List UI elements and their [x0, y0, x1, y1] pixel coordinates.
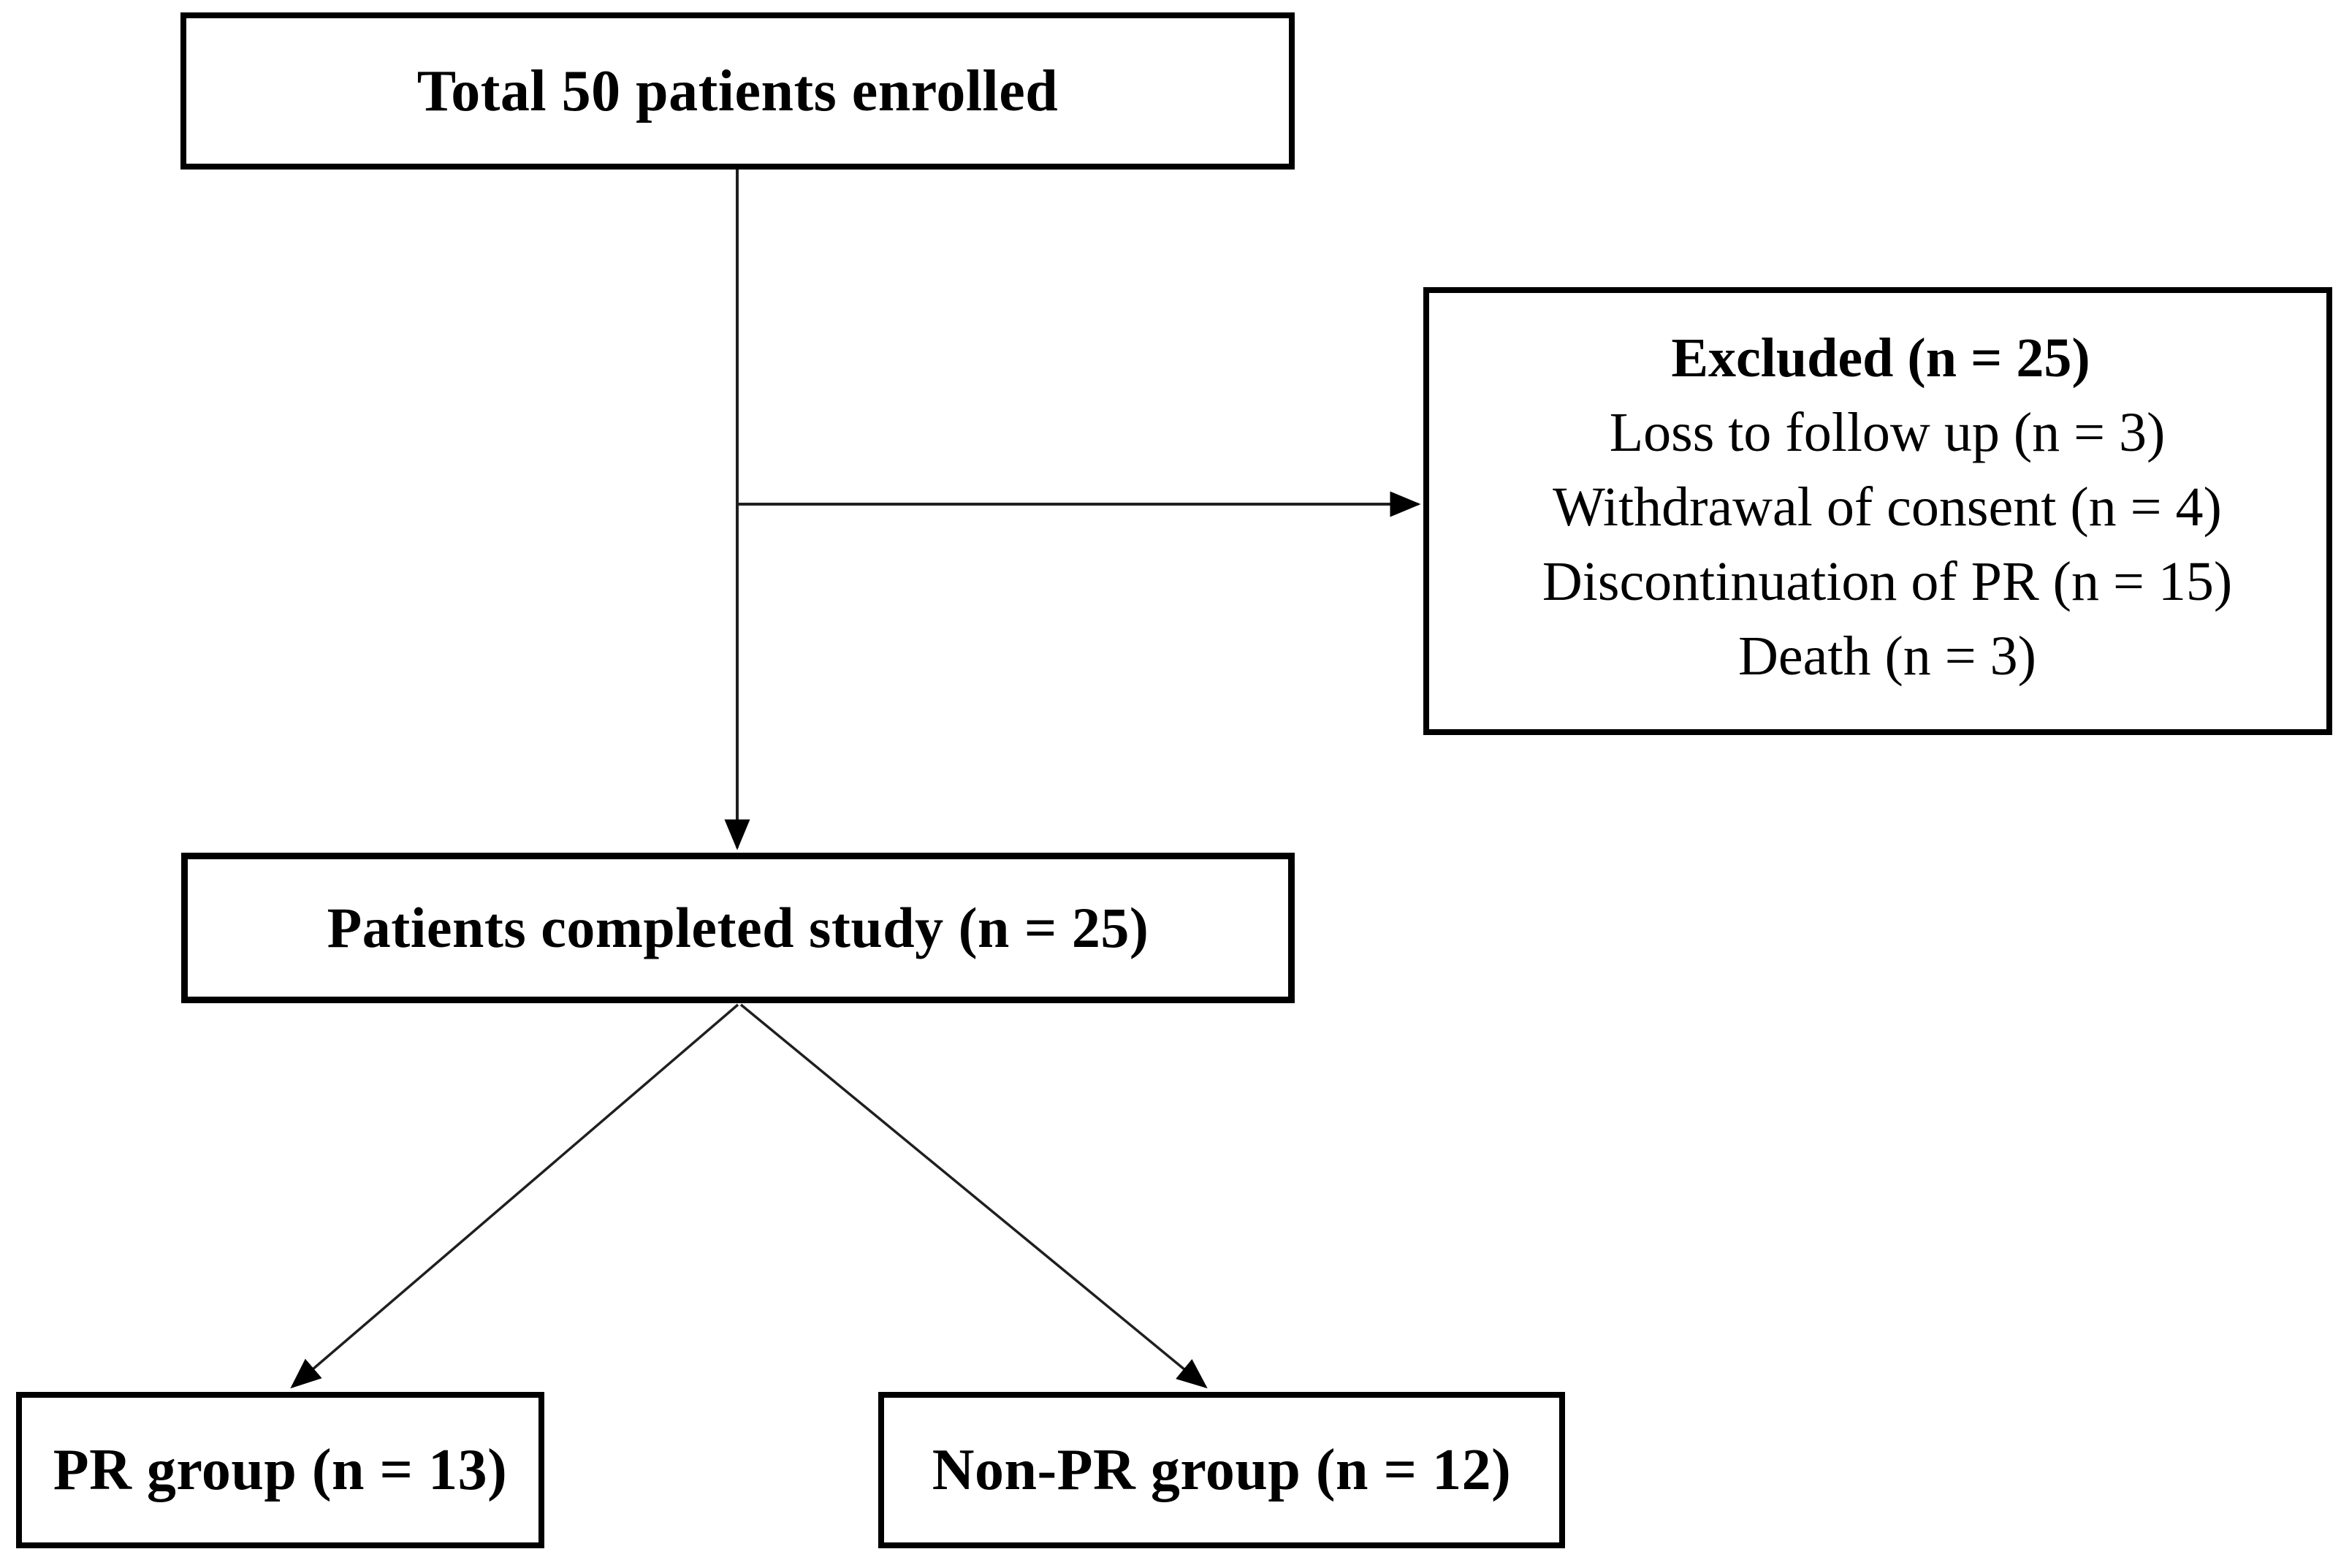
box-non-pr-group: Non-PR group (n = 12) [878, 1392, 1565, 1548]
non-pr-group-label: Non-PR group (n = 12) [932, 1438, 1512, 1502]
total-enrolled-label: Total 50 patients enrolled [416, 58, 1059, 123]
excluded-item-discontinuation-of-pr: Discontinuation of PR (n = 15) [1542, 551, 2233, 612]
box-total-enrolled: Total 50 patients enrolled [180, 12, 1295, 170]
box-completed-study: Patients completed study (n = 25) [181, 853, 1295, 1003]
arrow-completed-to-pr-group [290, 1003, 739, 1389]
box-excluded: Excluded (n = 25) Loss to follow up (n =… [1423, 287, 2332, 735]
box-pr-group: PR group (n = 13) [16, 1392, 544, 1548]
arrow-completed-to-non-pr-group [739, 1003, 1208, 1389]
excluded-item-death: Death (n = 3) [1738, 625, 2036, 687]
excluded-item-withdrawal-of-consent: Withdrawal of consent (n = 4) [1553, 476, 2222, 538]
excluded-item-loss-to-follow-up: Loss to follow up (n = 3) [1609, 402, 2166, 463]
completed-study-label: Patients completed study (n = 25) [327, 896, 1149, 960]
pr-group-label: PR group (n = 13) [53, 1438, 508, 1502]
excluded-title: Excluded (n = 25) [1671, 327, 2090, 389]
